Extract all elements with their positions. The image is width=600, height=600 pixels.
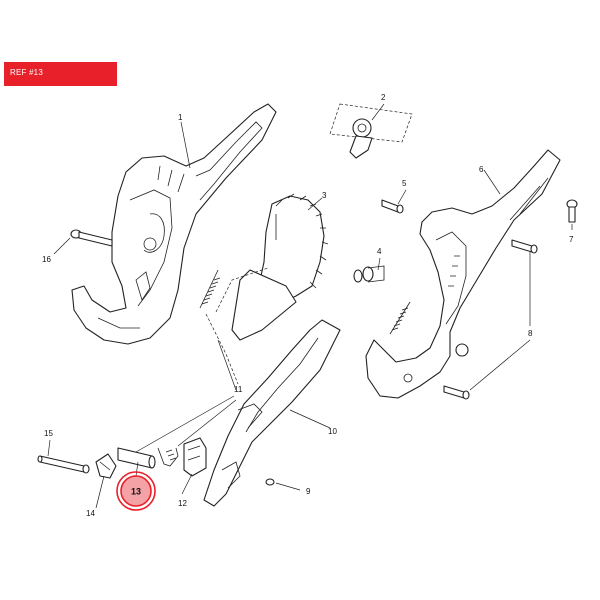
callout-3: 3 bbox=[322, 191, 327, 200]
reference-label: REF #13 bbox=[10, 68, 43, 77]
callout-7: 7 bbox=[569, 235, 574, 244]
callout-13: 13 bbox=[131, 487, 141, 497]
part-14-clip[interactable] bbox=[95, 453, 117, 479]
callout-5: 5 bbox=[402, 179, 407, 188]
part-spring-right[interactable] bbox=[389, 301, 411, 335]
part-9-ring[interactable] bbox=[265, 478, 275, 486]
part-1-frame-left[interactable] bbox=[71, 103, 277, 345]
part-spring-left[interactable] bbox=[199, 269, 239, 385]
highlight-callout-13[interactable]: 13 bbox=[116, 461, 156, 511]
part-2-gear-pawl[interactable] bbox=[329, 103, 413, 159]
callout-labels: 1 2 3 4 5 6 7 8 9 10 11 12 14 15 16 bbox=[42, 93, 574, 518]
part-11-springs[interactable] bbox=[157, 447, 179, 467]
callout-6: 6 bbox=[479, 165, 484, 174]
callout-16: 16 bbox=[42, 255, 51, 264]
callout-12: 12 bbox=[178, 499, 187, 508]
part-8-pins[interactable] bbox=[443, 239, 538, 400]
leader-lines bbox=[47, 103, 573, 509]
reference-banner: REF #13 bbox=[4, 62, 117, 86]
part-12-bracket[interactable] bbox=[183, 437, 207, 477]
part-10-lever[interactable] bbox=[203, 319, 341, 507]
part-5-pin[interactable] bbox=[381, 199, 404, 214]
part-16-screw[interactable] bbox=[70, 229, 113, 247]
callout-14: 14 bbox=[86, 509, 95, 518]
callout-1: 1 bbox=[178, 113, 183, 122]
part-7-screw[interactable] bbox=[566, 199, 578, 223]
part-15-pin[interactable] bbox=[37, 455, 90, 474]
callout-4: 4 bbox=[377, 247, 382, 256]
callout-11: 11 bbox=[234, 385, 243, 394]
callout-10: 10 bbox=[328, 427, 337, 436]
part-4-bushing[interactable] bbox=[353, 265, 385, 283]
part-3-ratchet-blade[interactable] bbox=[215, 193, 329, 341]
callout-9: 9 bbox=[306, 487, 311, 496]
callout-8: 8 bbox=[528, 329, 533, 338]
callout-15: 15 bbox=[44, 429, 53, 438]
callout-2: 2 bbox=[381, 93, 386, 102]
part-13-pin[interactable] bbox=[117, 447, 156, 469]
part-6-frame-right[interactable] bbox=[365, 149, 561, 399]
